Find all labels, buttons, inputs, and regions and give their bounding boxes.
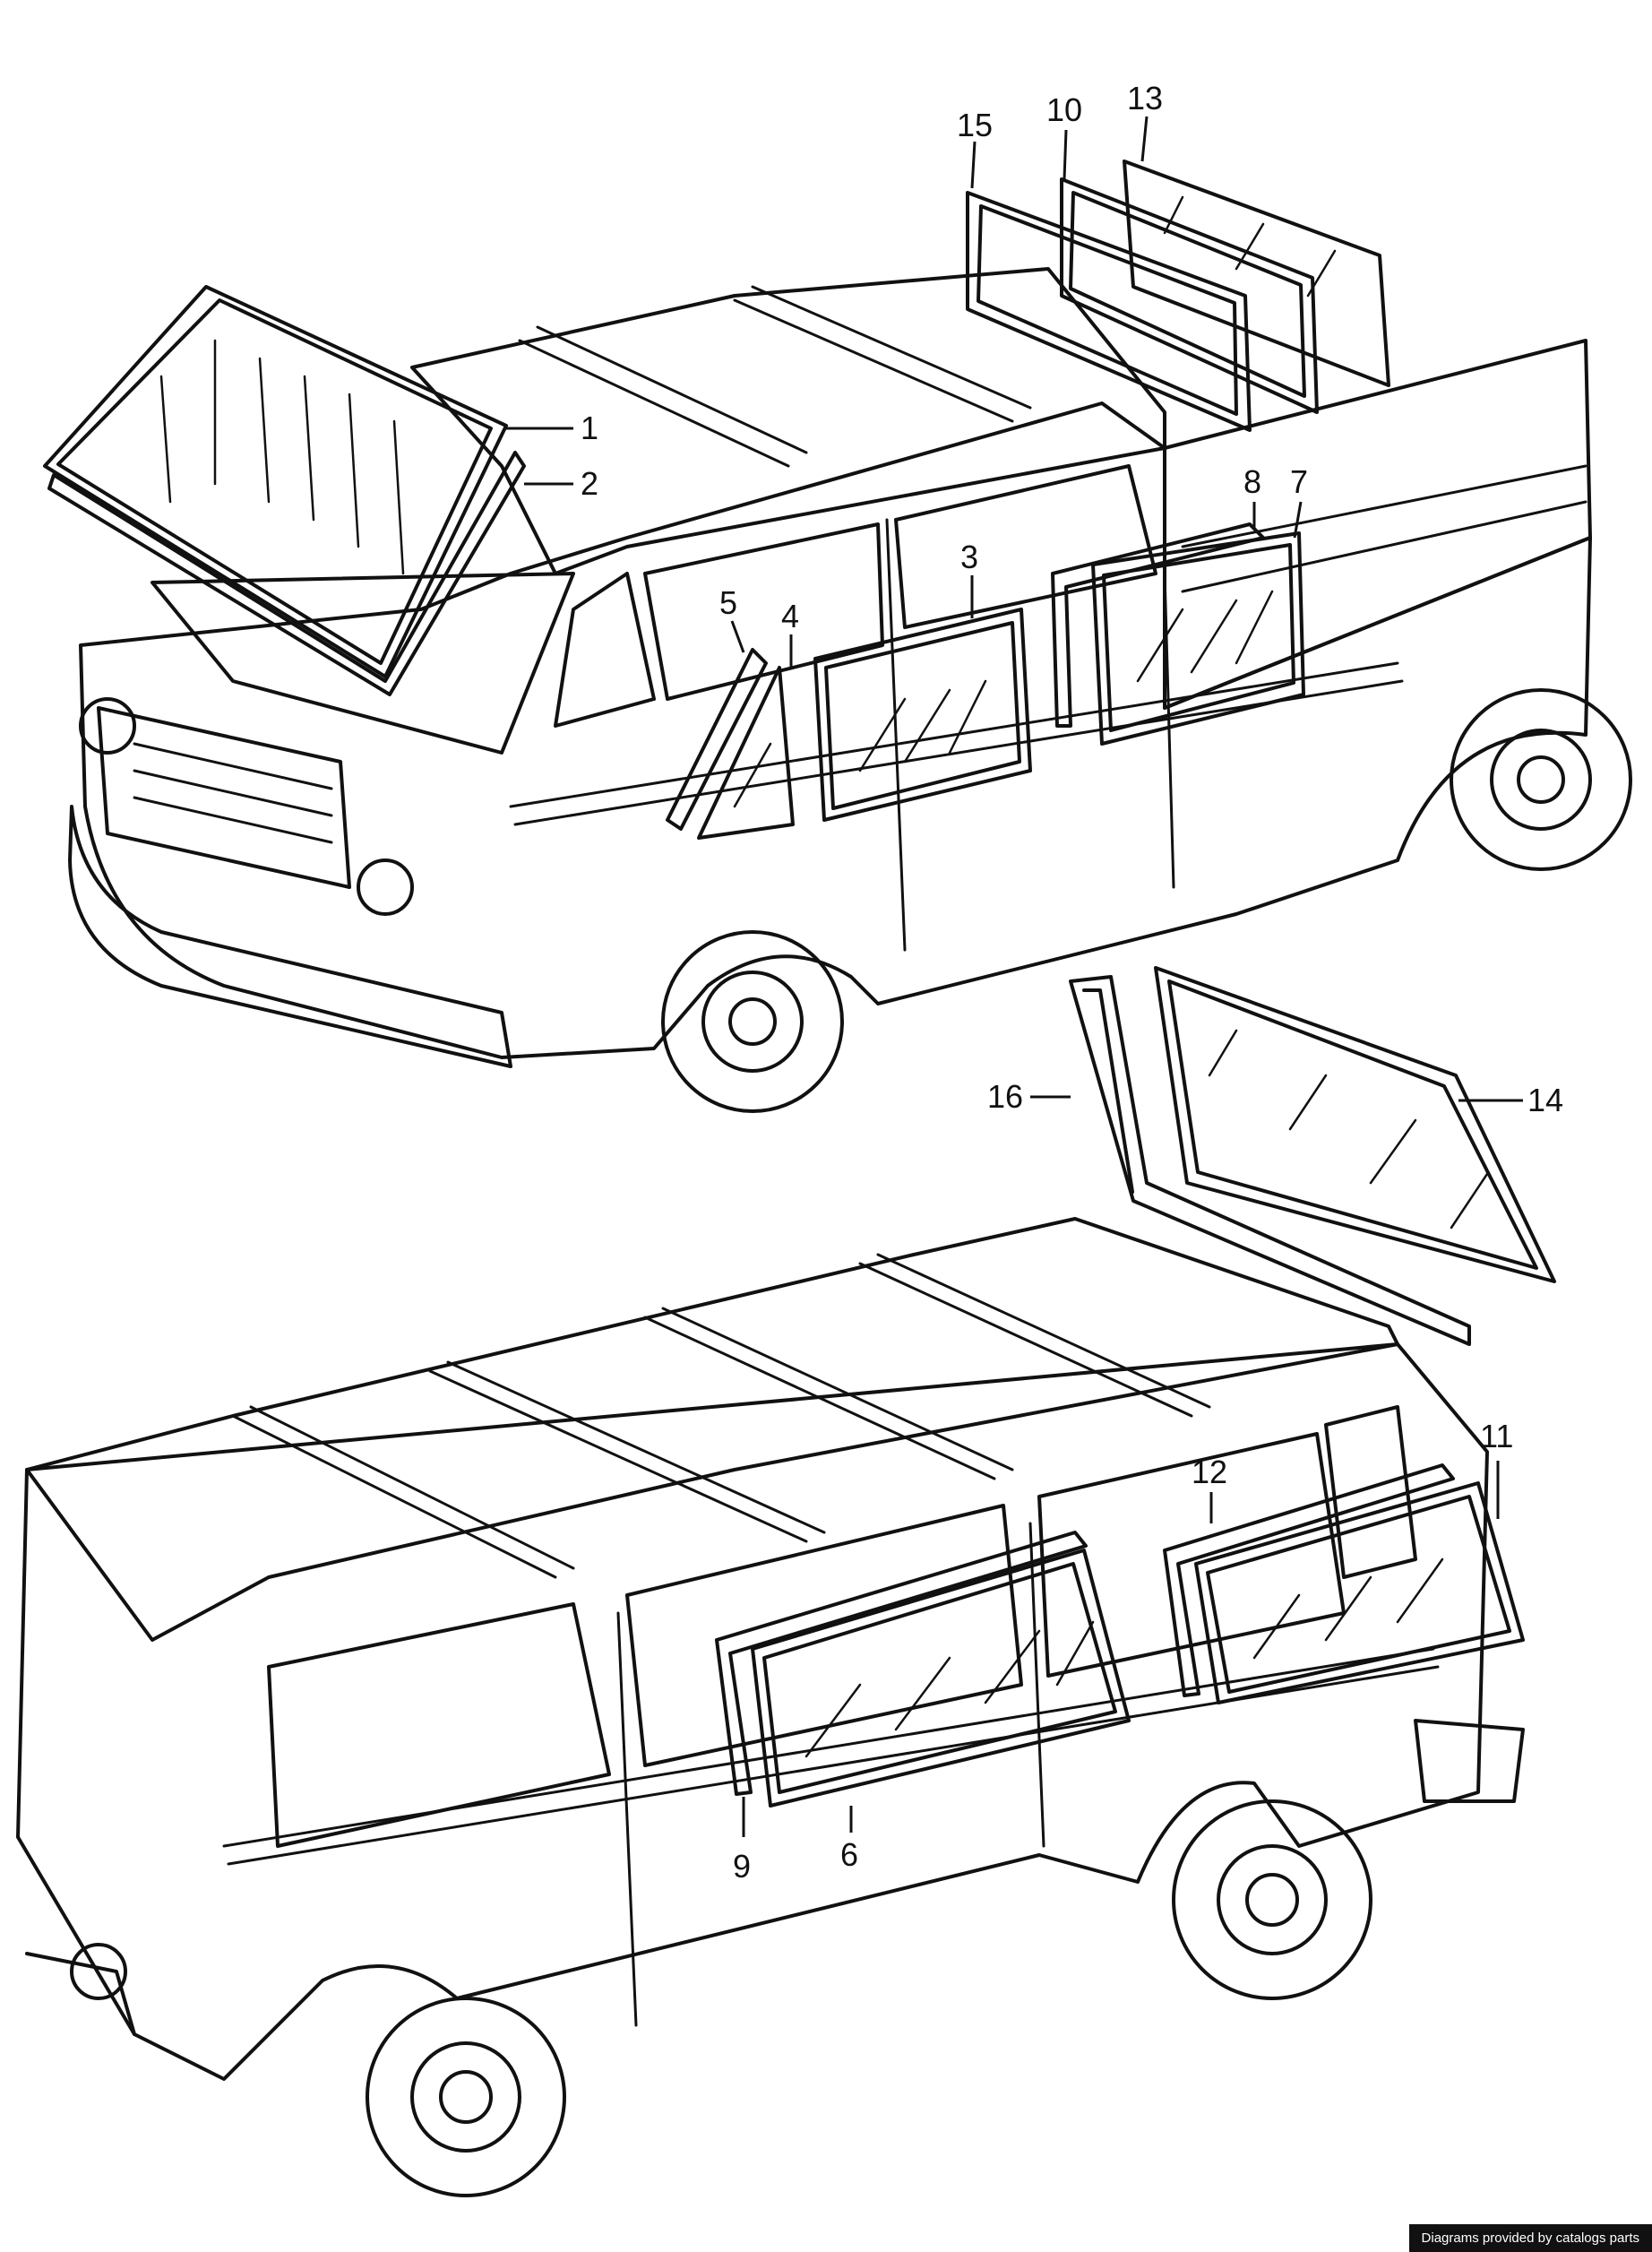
callout-14: 14 [1527, 1082, 1563, 1118]
part-3-side-glass[interactable] [813, 608, 1032, 822]
part-8-rear-side-seal[interactable] [1051, 522, 1265, 728]
callout-6: 6 [840, 1836, 858, 1873]
part-11-bus-rear-glass[interactable] [1194, 1481, 1525, 1704]
part-15-rear-cab-frame[interactable] [966, 191, 1252, 432]
part-7-rear-side-glass[interactable] [1091, 531, 1305, 746]
callout-5: 5 [719, 584, 737, 621]
part-9-bus-side-seal[interactable] [715, 1531, 1088, 1796]
pickup-vehicle-illustration [68, 267, 1632, 1113]
callout-12: 12 [1192, 1454, 1227, 1490]
callout-labels: 1 2 3 4 5 6 7 8 9 10 11 12 13 14 15 16 [581, 80, 1563, 1885]
callout-3: 3 [960, 539, 978, 575]
callout-10: 10 [1046, 91, 1082, 128]
diagram-credit: Diagrams provided by catalogs parts [1408, 2224, 1652, 2252]
callout-16: 16 [987, 1078, 1023, 1115]
callout-9: 9 [733, 1848, 751, 1885]
part-10-rear-cab-seal[interactable] [1060, 177, 1319, 414]
part-16-window-seal[interactable] [1069, 975, 1471, 1346]
callout-8: 8 [1243, 463, 1261, 500]
callout-7: 7 [1290, 463, 1308, 500]
part-13-rear-cab-glass[interactable] [1123, 160, 1390, 387]
part-12-bus-rear-seal[interactable] [1163, 1463, 1455, 1697]
part-4-vent-glass[interactable] [697, 666, 795, 840]
part-6-bus-side-glass[interactable] [751, 1549, 1131, 1808]
callout-2: 2 [581, 465, 598, 502]
callout-13: 13 [1127, 80, 1163, 116]
leader-lines [506, 116, 1523, 1837]
part-1-windscreen-glass[interactable] [43, 285, 508, 678]
part-14-window-glass[interactable] [1154, 966, 1556, 1283]
callout-4: 4 [781, 598, 799, 634]
callout-1: 1 [581, 410, 598, 446]
callout-15: 15 [957, 107, 993, 143]
callout-11: 11 [1480, 1418, 1513, 1454]
part-2-windscreen-seal[interactable] [47, 451, 526, 696]
part-5-vent-seal[interactable] [666, 648, 768, 831]
